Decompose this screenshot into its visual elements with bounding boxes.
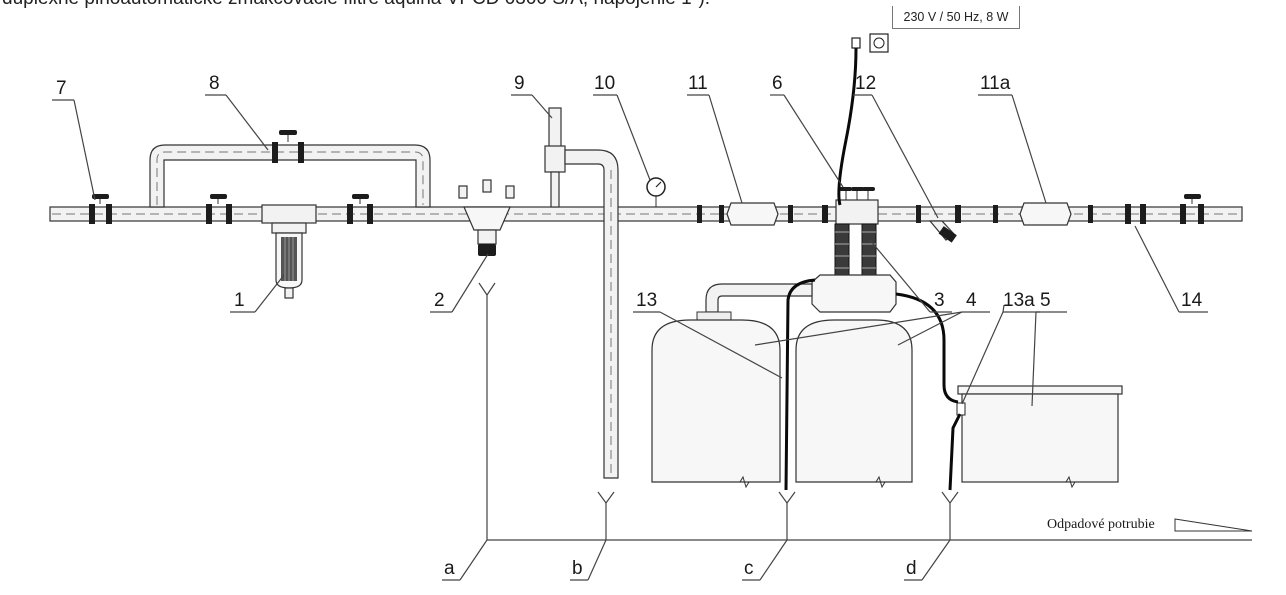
label-14: 14 bbox=[1181, 290, 1203, 311]
power-spec-label: 230 V / 50 Hz, 8 W bbox=[892, 6, 1020, 29]
label-5: 5 bbox=[1040, 290, 1051, 311]
label-6: 6 bbox=[772, 73, 783, 94]
label-2: 2 bbox=[434, 290, 445, 311]
brine-tank bbox=[956, 385, 1123, 489]
label-9: 9 bbox=[514, 73, 525, 94]
label-3: 3 bbox=[934, 290, 945, 311]
label-8: 8 bbox=[209, 73, 220, 94]
label-12: 12 bbox=[855, 73, 876, 94]
softener-tank-right bbox=[795, 319, 913, 489]
label-c: c bbox=[744, 558, 754, 579]
diagram-caption: dupléxné plnoautomatické zmäkčovacie fil… bbox=[2, 0, 710, 10]
power-cable bbox=[837, 33, 889, 206]
pressure-gauge bbox=[646, 177, 666, 207]
water-meter-11a bbox=[1019, 202, 1072, 226]
softener-tank-left bbox=[651, 311, 781, 489]
drain-pipe-label: Odpadové potrubie bbox=[1047, 517, 1155, 532]
label-10: 10 bbox=[594, 73, 615, 94]
drain-system bbox=[478, 282, 1253, 541]
label-b: b bbox=[572, 558, 583, 579]
label-a: a bbox=[444, 558, 455, 579]
bypass-loop bbox=[149, 130, 431, 208]
label-11: 11 bbox=[688, 73, 708, 94]
control-unit bbox=[705, 274, 897, 313]
water-meter-11 bbox=[726, 202, 779, 226]
label-13: 13 bbox=[636, 290, 657, 311]
label-1: 1 bbox=[234, 290, 245, 311]
control-valve bbox=[834, 187, 879, 279]
label-13a: 13a bbox=[1003, 290, 1035, 311]
label-d: d bbox=[906, 558, 917, 579]
mechanical-filter bbox=[261, 204, 317, 299]
backflow-vent bbox=[544, 107, 619, 479]
strainer bbox=[928, 220, 957, 243]
drain-hoses bbox=[784, 278, 962, 491]
main-line-fittings bbox=[89, 194, 1204, 224]
label-7: 7 bbox=[56, 78, 67, 99]
label-4: 4 bbox=[966, 290, 977, 311]
leader-lines bbox=[52, 94, 1208, 581]
label-11a: 11a bbox=[980, 73, 1011, 94]
pressure-reducer bbox=[458, 179, 515, 256]
